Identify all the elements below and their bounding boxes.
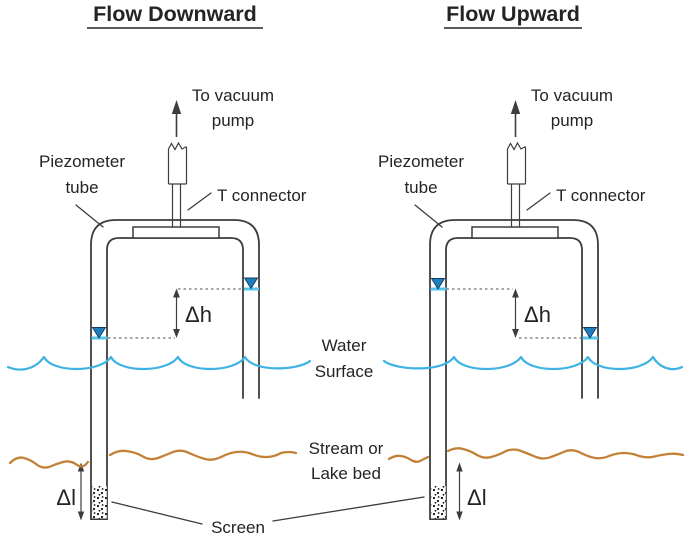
t-connector-label: T connector: [556, 186, 646, 205]
piezometer-tube-label-line1: Piezometer: [378, 152, 464, 171]
piezometer-tube-label-line2: tube: [65, 178, 98, 197]
t-connector-leader-line: [187, 192, 212, 211]
delta-h-label: Δh: [524, 302, 551, 327]
vacuum-pump-arrow-icon: [510, 100, 521, 114]
pump-stub-tube: [506, 147, 527, 185]
riser-tube: [510, 184, 521, 228]
delta-l-label: Δl: [467, 485, 487, 510]
t-connector-leader-line: [526, 192, 551, 211]
piezometer-tube-label-line1: Piezometer: [39, 152, 125, 171]
lake-bed-label-line2: Lake bed: [311, 464, 381, 483]
environment-annotations: Water Surface Stream or Lake bed Screen: [6, 336, 685, 537]
water-level-marker-icon: [430, 278, 446, 290]
pump-stub-tube: [167, 147, 188, 185]
vacuum-pump-label-line1: To vacuum: [531, 86, 613, 105]
tube-break-jagged-edge: [506, 141, 526, 151]
vacuum-pump-label-line2: pump: [551, 111, 594, 130]
lake-bed-line-segment: [387, 454, 430, 463]
delta-h-arrowhead-down: [512, 329, 519, 338]
flow-upward-title: Flow Upward: [446, 2, 580, 26]
tube-break-jagged-edge: [167, 141, 187, 151]
delta-h-label: Δh: [185, 302, 212, 327]
water-level-marker-icon: [91, 327, 107, 339]
vacuum-pump-label-line2: pump: [212, 111, 255, 130]
lake-bed-line-segment: [8, 456, 90, 469]
piezometer-tube-inner-wall: [106, 237, 244, 520]
lake-bed-label-line1: Stream or: [309, 439, 384, 458]
water-surface-wave-right: [382, 355, 684, 371]
delta-l-arrowhead-down: [456, 511, 463, 521]
riser-tube: [171, 184, 182, 228]
t-connector-bar: [471, 226, 559, 239]
delta-h-arrowhead-up: [173, 288, 180, 298]
piezometer-tube-label-line2: tube: [404, 178, 437, 197]
delta-h-arrowhead-up: [512, 288, 519, 298]
delta-l-arrowhead-down: [77, 511, 85, 521]
flow-upward-diagram: Flow Upward To vacuum pump Piezometer tu…: [378, 2, 646, 521]
lake-bed-line-segment: [108, 449, 298, 461]
piezometer-leader-line: [414, 204, 443, 228]
lake-bed-line-segment: [446, 447, 685, 460]
delta-h-arrowhead-down: [173, 329, 180, 338]
piezometer-leader-line: [75, 204, 104, 228]
screen-label: Screen: [211, 518, 265, 537]
t-connector-bar: [132, 226, 220, 239]
flow-downward-diagram: Flow Downward To vacuum pump Piezometer …: [39, 2, 307, 521]
piezometer-tube-outer-wall: [90, 219, 260, 520]
water-surface-wave-left: [6, 355, 312, 371]
screen-leader-line-right: [272, 496, 425, 522]
water-level-marker-icon: [243, 277, 259, 290]
water-level-marker-icon: [582, 327, 598, 339]
screen-stipple: [92, 486, 107, 519]
delta-l-arrowhead-up: [456, 462, 463, 472]
vacuum-pump-arrow-icon: [171, 100, 182, 114]
piezometer-tube-outer-wall: [429, 219, 599, 520]
delta-l-label: Δl: [56, 485, 76, 510]
piezometer-tube-inner-wall: [445, 237, 583, 520]
water-surface-label-line2: Surface: [315, 362, 374, 381]
screen-stipple: [431, 486, 446, 519]
flow-downward-title: Flow Downward: [93, 2, 257, 26]
water-surface-label-line1: Water: [322, 336, 367, 355]
vacuum-pump-label-line1: To vacuum: [192, 86, 274, 105]
screen-leader-line-left: [111, 501, 203, 525]
t-connector-label: T connector: [217, 186, 307, 205]
